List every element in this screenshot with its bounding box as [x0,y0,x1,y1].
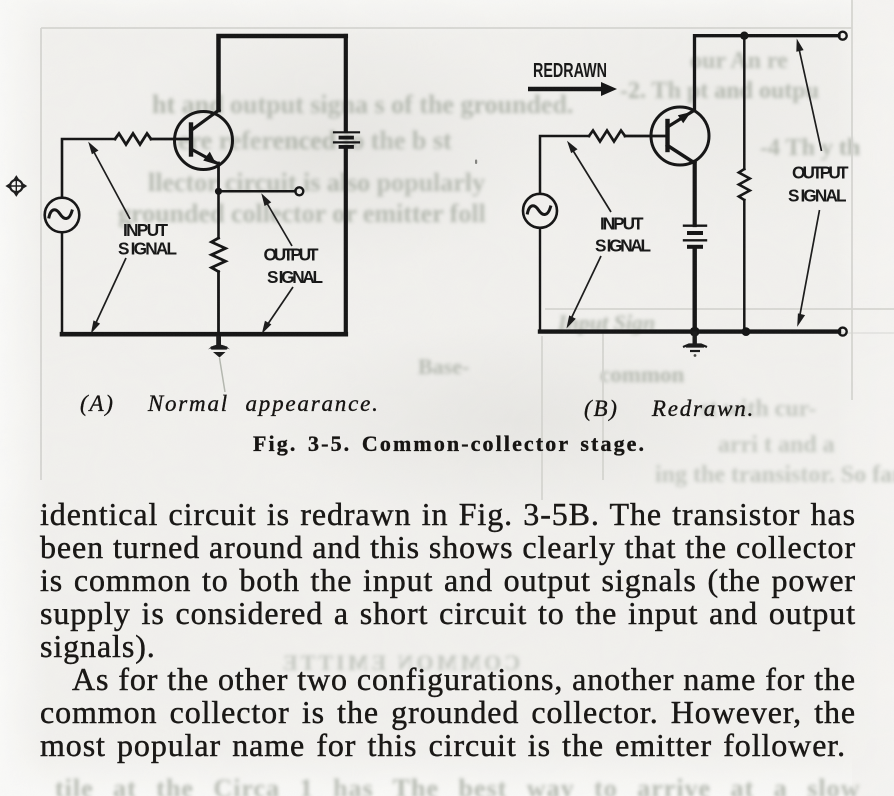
svg-text:S IGNAL: S IGNAL [595,236,651,256]
svg-text:S IGNAL: S IGNAL [267,267,323,287]
svg-text:INPUT: INPUT [123,220,169,240]
svg-text:INPUT: INPUT [600,214,644,234]
svg-text:OUTPUT: OUTPUT [264,245,320,265]
svg-text:S IGNAL: S IGNAL [788,186,847,206]
svg-text:S IGNAL: S IGNAL [118,239,177,259]
svg-text:REDRAWN: REDRAWN [533,59,607,82]
svg-text:OUTPUT: OUTPUT [792,163,849,183]
